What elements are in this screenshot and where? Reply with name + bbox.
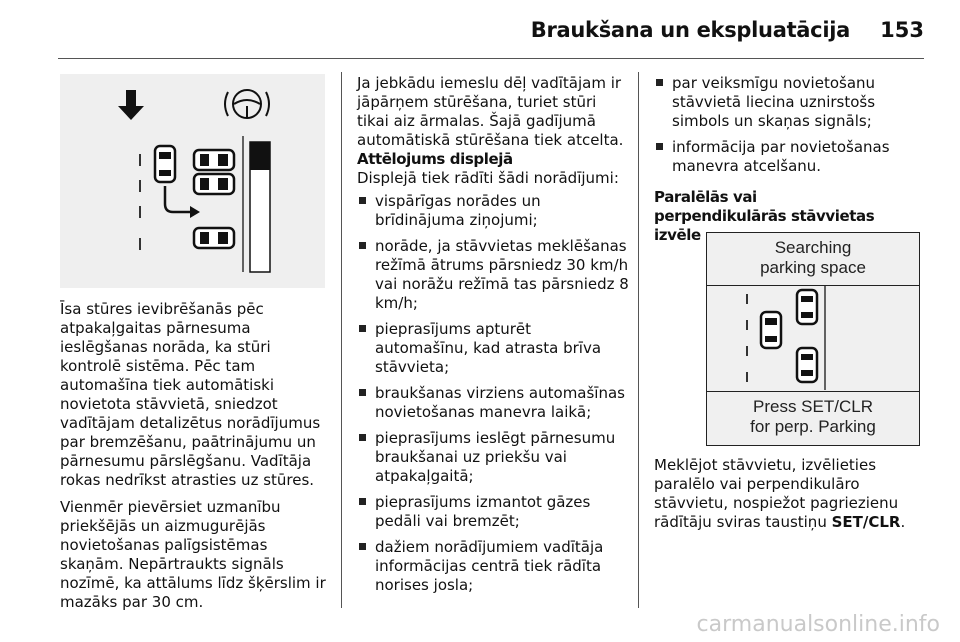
section-heading-parking-selection: Paralēlās vai perpendikulārās stāvvietas… (654, 188, 875, 244)
searching-parking-display-figure: Searching parking space (706, 232, 920, 446)
section-heading-display: Attēlojums displejā (357, 150, 513, 168)
parked-car-icon (795, 346, 819, 384)
page-number: 153 (880, 18, 924, 42)
header-rule (58, 58, 924, 59)
paragraph-sound-warning: Vienmēr pievērsiet uzmanību priekšējās u… (60, 498, 326, 611)
list-item: norāde, ja stāvvietas meklēšanas režīmā … (357, 237, 629, 313)
list-item: braukšanas virziens automašīnas novietoš… (357, 384, 629, 422)
display-separator-bottom (707, 391, 919, 392)
own-car-icon (153, 144, 177, 184)
list-item: vispārīgas norādes un brīdinājuma ziņoju… (357, 192, 629, 230)
column-divider-2 (638, 72, 639, 608)
watermark: carmanualsonline.info (696, 612, 940, 637)
column-1: Īsa stūres ievibrēšanās pēc atpakaļgaita… (60, 300, 332, 620)
parking-assist-display-figure (60, 74, 325, 288)
display-top-text: Searching parking space (707, 238, 919, 278)
display-bottom-text: Press SET/CLR for perp. Parking (707, 397, 919, 437)
column-divider-1 (341, 72, 342, 608)
brake-arrow-icon (118, 90, 144, 120)
display-instructions-list: vispārīgas norādes un brīdinājuma ziņoju… (357, 192, 629, 595)
steering-path-arrow (163, 186, 200, 218)
list-item: dažiem norādījumiem vadītāja informācija… (357, 538, 629, 595)
paragraph-display-lead: Displejā tiek rādīti šādi norādījumi: (357, 169, 619, 187)
column-3-bottom: Meklējot stāvvietu, izvēlieties paralēlo… (654, 456, 930, 540)
display-separator-top (707, 285, 919, 286)
header-title: Braukšana un ekspluatācija (530, 18, 851, 42)
paragraph-take-over: Ja jebkādu iemeslu dēļ vadītājam ir jāpā… (357, 74, 624, 149)
parking-scene-illustration (118, 89, 271, 273)
column-2: Ja jebkādu iemeslu dēļ vadītājam ir jāpā… (357, 74, 629, 602)
list-item: pieprasījums izmantot gāzes pedāli vai b… (357, 493, 629, 531)
paragraph-select-text: Meklējot stāvvietu, izvēlieties paralēlo… (654, 456, 899, 531)
list-item: par veiksmīgu novietošanu stāvvietā liec… (654, 74, 926, 131)
steering-wheel-icon (224, 89, 270, 119)
set-clr-key-label: SET/CLR (831, 513, 901, 531)
parked-car-icon (192, 172, 236, 196)
list-item: informācija par novietošanas manevra atc… (654, 138, 926, 176)
parked-car-icon (192, 148, 236, 172)
paragraph-select-end: . (900, 513, 906, 531)
column-3: par veiksmīgu novietošanu stāvvietā liec… (654, 74, 926, 245)
parking-space-illustration (746, 286, 826, 390)
paragraph-select-parking: Meklējot stāvvietu, izvēlieties paralēlo… (654, 456, 930, 532)
paragraph-steering-vibration: Īsa stūres ievibrēšanās pēc atpakaļgaita… (60, 300, 321, 489)
parked-car-icon (795, 288, 819, 326)
display-bottom-line-1: Press SET/CLR (753, 397, 873, 416)
list-item: pieprasījums ieslēgt pārnesumu braukšana… (357, 429, 629, 486)
maneuver-progress-bar (249, 141, 271, 273)
list-item: pieprasījums apturēt automašīnu, kad atr… (357, 320, 629, 377)
display-top-line-1: Searching (774, 238, 852, 257)
own-car-icon (759, 310, 783, 350)
display-frame: Searching parking space (706, 232, 920, 446)
display-instructions-list-continued: par veiksmīgu novietošanu stāvvietā liec… (654, 74, 926, 176)
parked-car-icon (192, 226, 236, 250)
display-bottom-line-2: for perp. Parking (750, 417, 876, 436)
display-top-line-2: parking space (760, 258, 866, 277)
